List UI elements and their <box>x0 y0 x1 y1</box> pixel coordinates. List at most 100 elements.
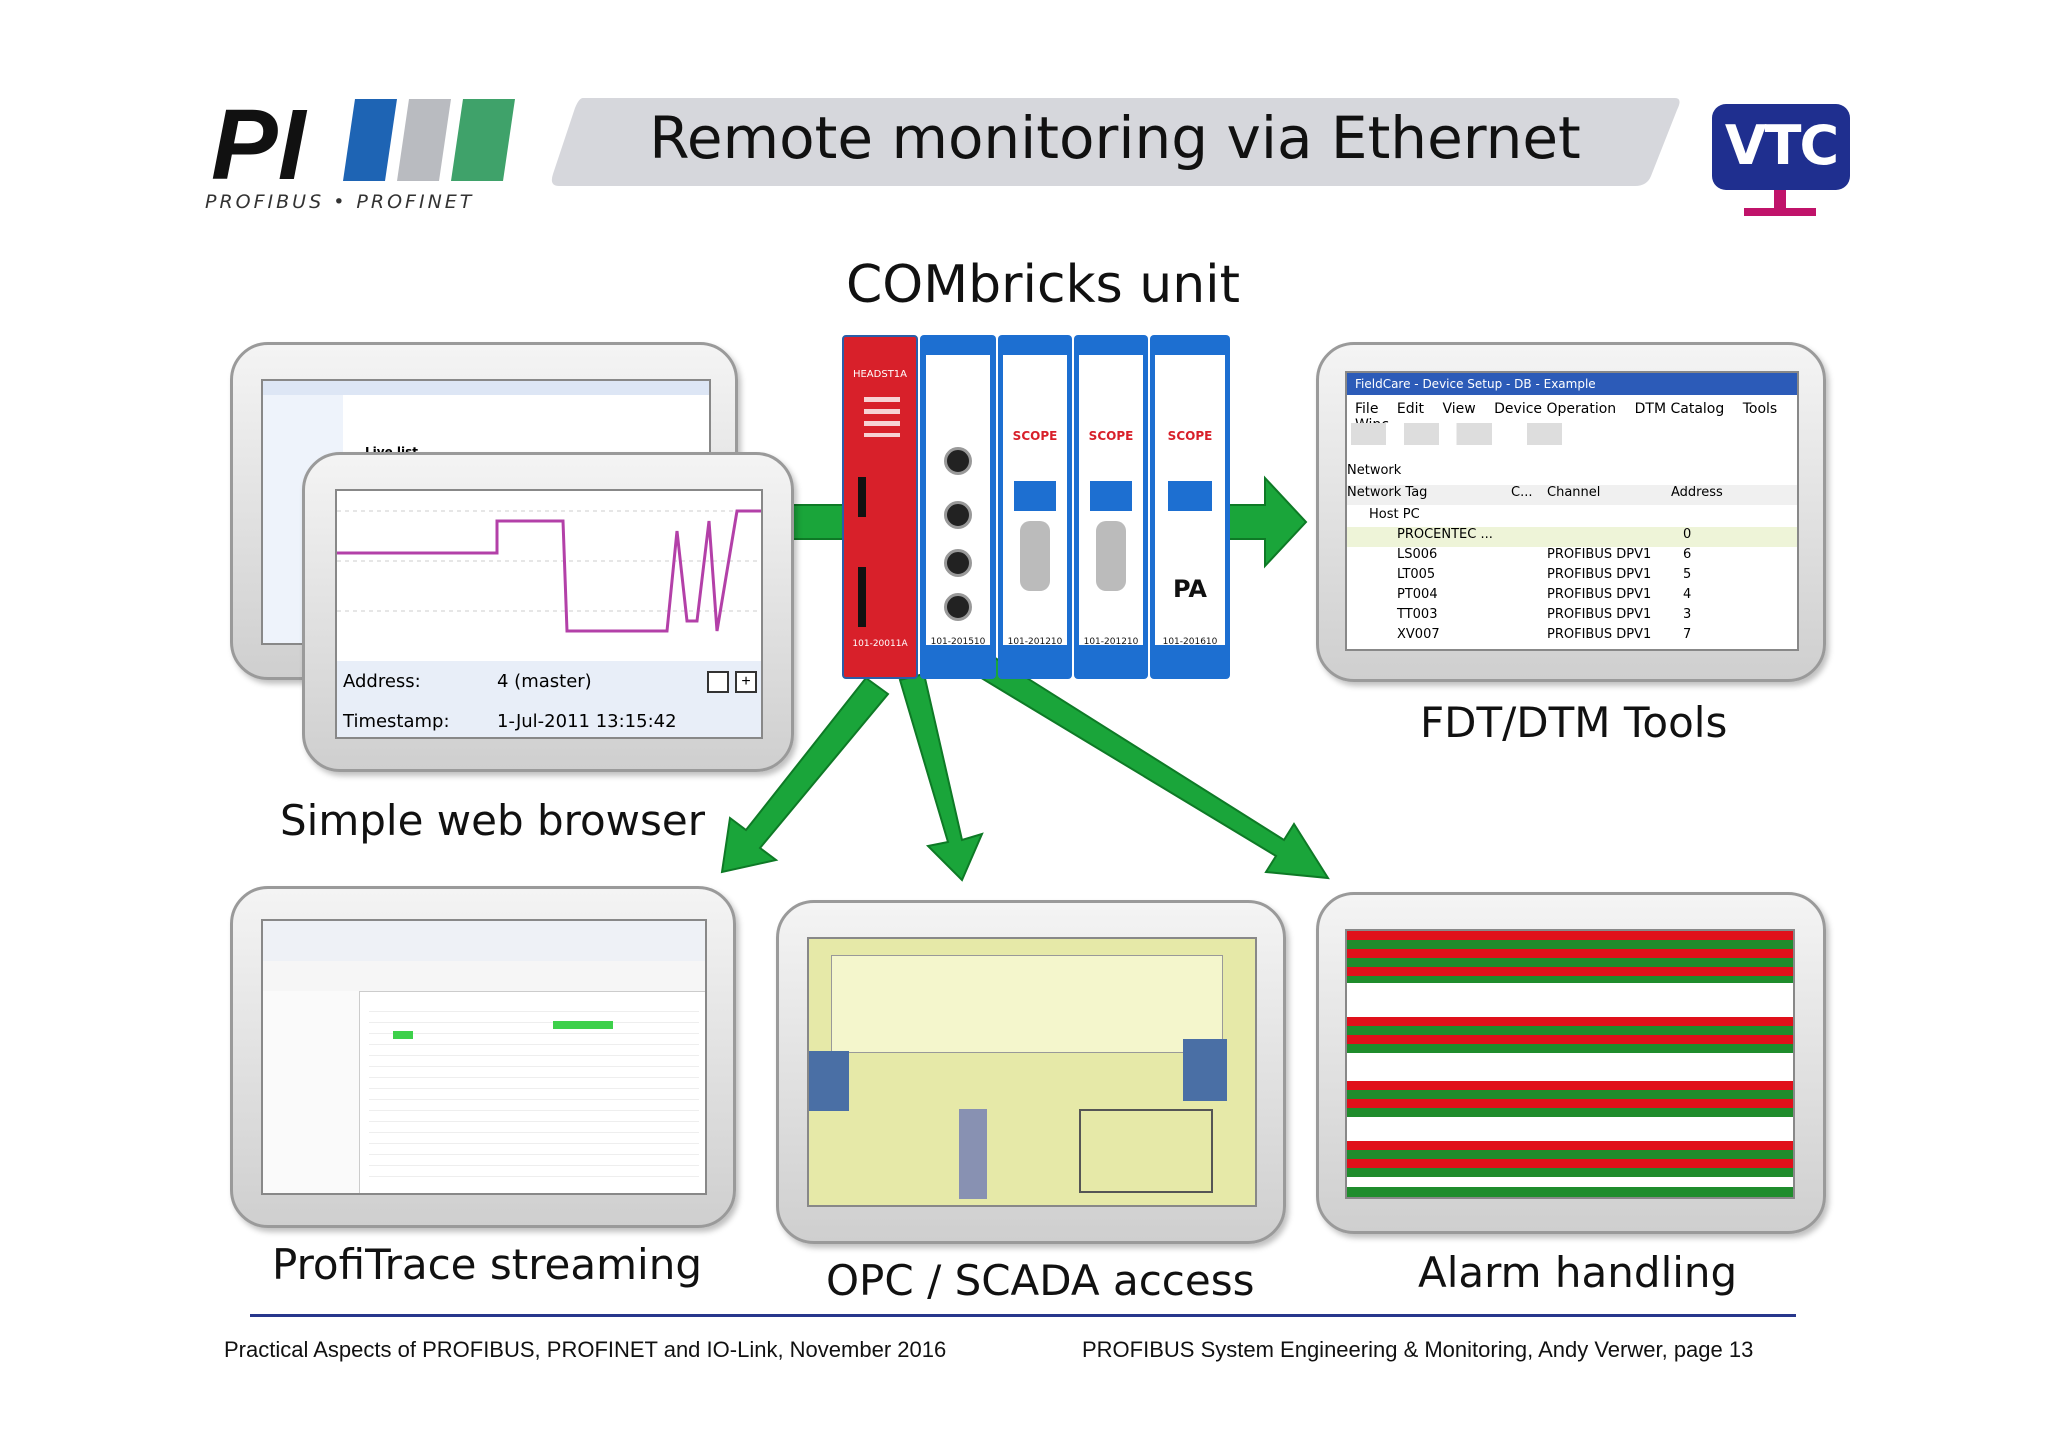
web-browser-front-frame: Address: 4 (master) + Timestamp: 1-Jul-2… <box>302 452 794 772</box>
row-channel: PROFIBUS DPV1 <box>1547 607 1652 622</box>
fdt-dtm-panel: FieldCare - Device Setup - DB - Example … <box>1316 342 1826 682</box>
menu-file[interactable]: File <box>1355 401 1379 417</box>
row-address: 6 <box>1683 547 1692 562</box>
fieldcare-menu: File Edit View Device Operation DTM Cata… <box>1355 401 1797 433</box>
row-channel: PROFIBUS DPV1 <box>1547 567 1652 582</box>
network-row[interactable]: LT005 PROFIBUS DPV1 5 <box>1347 567 1797 587</box>
module-2fo: 2FO-001 101-201510 <box>920 335 996 679</box>
alarm-handling-label: Alarm handling <box>1418 1248 1738 1297</box>
module-part: 101-201210 <box>1007 637 1063 647</box>
address-value: 4 (master) <box>497 671 592 692</box>
network-row[interactable]: PROCENTEC ... 0 <box>1347 527 1797 547</box>
scope-label: SCOPE <box>1088 429 1134 443</box>
row-channel: PROFIBUS DPV1 <box>1547 587 1652 602</box>
row-channel: PROFIBUS DPV1 <box>1547 627 1652 642</box>
timestamp-value: 1-Jul-2011 13:15:42 <box>497 711 677 732</box>
row-tag: LS006 <box>1397 547 1438 562</box>
scope-trace-screen: Address: 4 (master) + Timestamp: 1-Jul-2… <box>335 489 763 739</box>
menu-dtm-catalog[interactable]: DTM Catalog <box>1634 401 1725 417</box>
page-title: Remote monitoring via Ethernet <box>649 104 1581 172</box>
expand-icon[interactable]: + <box>735 671 757 693</box>
row-tag: PROCENTEC ... <box>1397 527 1493 542</box>
scope-trace <box>337 509 761 633</box>
pi-logo-subtitle: PROFIBUS • PROFINET <box>205 191 475 213</box>
column-headers: Network Tag C... Channel Address <box>1347 485 1797 505</box>
module-part: 101-201610 <box>1162 637 1218 647</box>
network-row[interactable]: TT003 PROFIBUS DPV1 3 <box>1347 607 1797 627</box>
footer-right: PROFIBUS System Engineering & Monitoring… <box>1082 1337 1754 1362</box>
menu-edit[interactable]: Edit <box>1396 401 1425 417</box>
pi-logo-graphic: PI <box>211 89 515 201</box>
network-row[interactable]: XV007 PROFIBUS DPV1 7 <box>1347 627 1797 647</box>
host-pc[interactable]: Host PC <box>1369 507 1420 522</box>
combricks-label: COMbricks unit <box>846 255 1241 315</box>
row-address: 4 <box>1683 587 1692 602</box>
module-part: 101-201210 <box>1083 637 1139 647</box>
module-name: 1CH-PA-NEX <box>1162 371 1218 381</box>
pi-logo: PI PROFIBUS • PROFINET <box>205 89 525 220</box>
alarm-screen <box>1345 929 1795 1199</box>
module-headstation: HEADST1A 101-20011A <box>842 335 918 679</box>
web-browser-label: Simple web browser <box>280 796 706 845</box>
arrow-to-profitrace <box>720 676 890 874</box>
col-network-tag[interactable]: Network Tag <box>1347 485 1428 500</box>
row-tag: PT004 <box>1397 587 1438 602</box>
toolbar <box>1351 423 1791 445</box>
arrow-to-opc-scada <box>898 672 984 882</box>
module-part: 101-20011A <box>852 639 908 649</box>
module-pbs485-a: 1CH PBS485 SCOPE 101-201210 <box>998 335 1072 679</box>
network-row[interactable]: LS006 PROFIBUS DPV1 6 <box>1347 547 1797 567</box>
module-name: 1CH PBS485 <box>1083 371 1139 381</box>
col-address[interactable]: Address <box>1671 485 1723 500</box>
module-name: HEADST1A <box>852 369 908 380</box>
vtc-logo-text: VTC <box>1724 114 1839 177</box>
arrow-to-alarm-handling <box>976 654 1330 880</box>
menu-view[interactable]: View <box>1442 401 1476 417</box>
module-name: 2FO-001 <box>936 371 980 382</box>
profitrace-screen <box>261 919 707 1195</box>
menu-slot <box>858 477 866 517</box>
network-label: Network <box>1347 463 1402 478</box>
fieldcare-screen: FieldCare - Device Setup - DB - Example … <box>1345 371 1799 651</box>
scada-screen <box>807 937 1257 1207</box>
opc-scada-panel <box>776 900 1286 1244</box>
module-part: 101-201510 <box>930 637 986 647</box>
row-tag: LT005 <box>1397 567 1436 582</box>
pi-letters: PI <box>211 95 308 185</box>
checkbox-icon[interactable] <box>707 671 729 693</box>
network-row[interactable]: PT004 PROFIBUS DPV1 4 <box>1347 587 1797 607</box>
vtc-logo-screen <box>1712 104 1850 190</box>
timestamp-label: Timestamp: <box>343 711 450 732</box>
row-channel: PROFIBUS DPV1 <box>1547 547 1652 562</box>
profitrace-panel <box>230 886 736 1228</box>
fdt-dtm-label: FDT/DTM Tools <box>1420 698 1728 747</box>
scope-label: SCOPE <box>1167 429 1213 443</box>
row-address: 5 <box>1683 567 1692 582</box>
profitrace-label: ProfiTrace streaming <box>272 1240 702 1289</box>
row-tag: XV007 <box>1397 627 1440 642</box>
title-bar <box>551 98 1680 186</box>
col-channel[interactable]: Channel <box>1547 485 1601 500</box>
vtc-logo: VTC <box>1712 104 1852 220</box>
module-pbs485-b: 1CH PBS485 SCOPE 101-201210 <box>1074 335 1148 679</box>
combricks-device: HEADST1A 101-20011A 2FO-001 101-201510 1… <box>842 335 1230 679</box>
scope-label: SCOPE <box>1012 429 1058 443</box>
module-pa-nex: 1CH-PA-NEX SCOPE PA 101-201610 <box>1150 335 1230 679</box>
row-address: 7 <box>1683 627 1692 642</box>
address-label: Address: <box>343 671 421 692</box>
footer-left: Practical Aspects of PROFIBUS, PROFINET … <box>224 1337 947 1362</box>
sd-card-slot <box>858 567 866 627</box>
row-address: 3 <box>1683 607 1692 622</box>
menu-tools[interactable]: Tools <box>1742 401 1778 417</box>
footer-rule <box>250 1314 1796 1317</box>
fieldcare-title-bar: FieldCare - Device Setup - DB - Example <box>1347 373 1797 395</box>
opc-scada-label: OPC / SCADA access <box>826 1256 1255 1305</box>
col-c[interactable]: C... <box>1511 485 1533 500</box>
row-address: 0 <box>1683 527 1692 542</box>
row-tag: TT003 <box>1397 607 1438 622</box>
pa-label: PA <box>1173 575 1207 603</box>
arrow-to-fdt-tools <box>1224 475 1308 569</box>
menu-device-operation[interactable]: Device Operation <box>1494 401 1617 417</box>
alarm-handling-panel <box>1316 892 1826 1234</box>
module-name: 1CH PBS485 <box>1007 371 1063 381</box>
